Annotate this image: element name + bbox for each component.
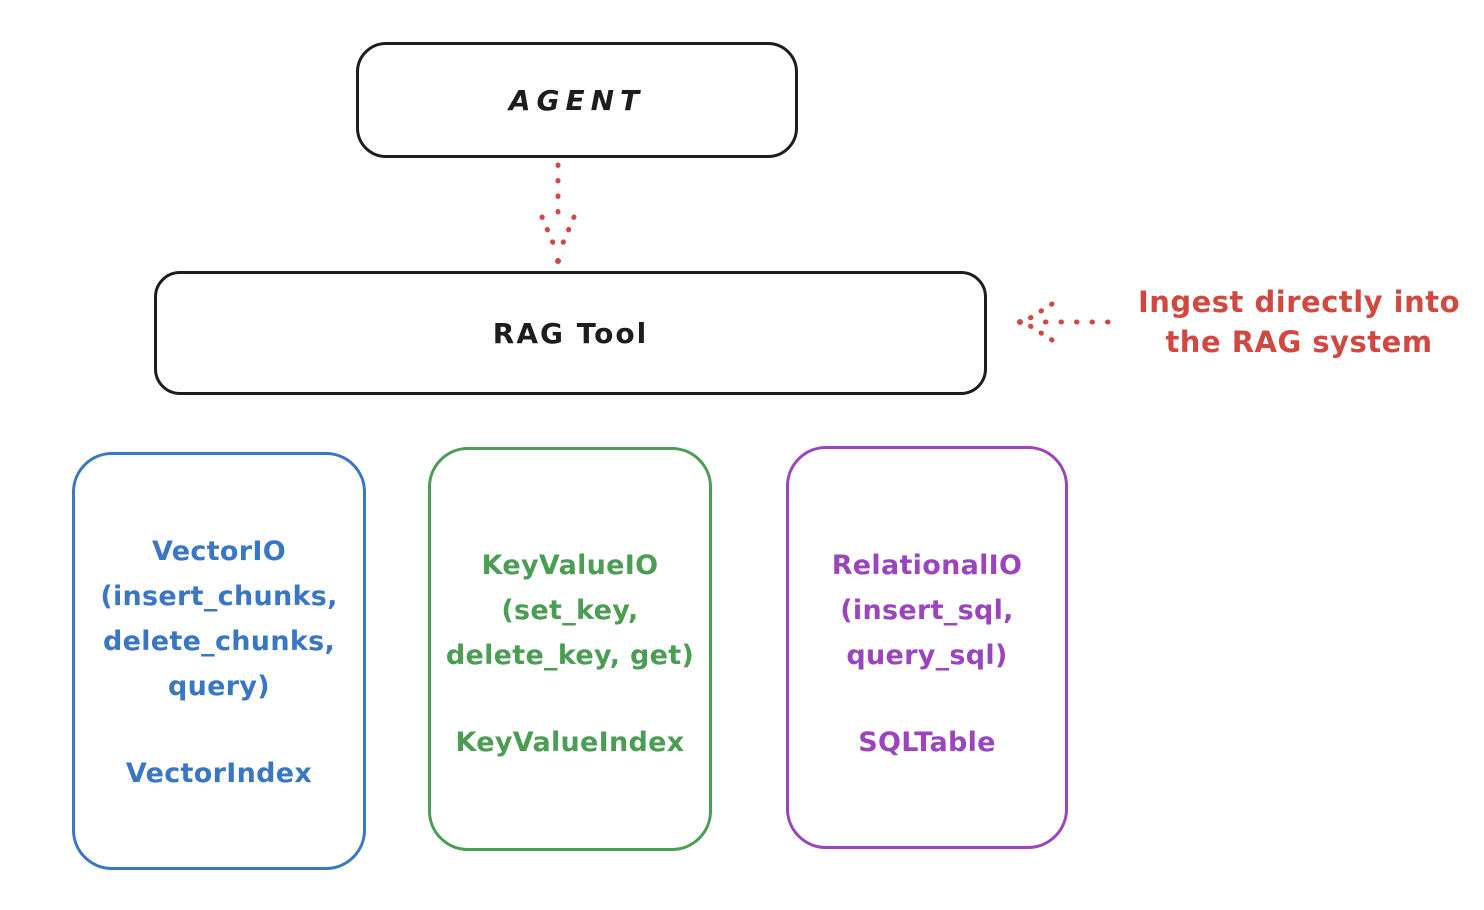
- relationalio-index-label: SQLTable: [858, 727, 996, 758]
- keyvalueio-card: KeyValueIO (set_key, delete_key, get) Ke…: [428, 447, 712, 851]
- vectorio-card: VectorIO (insert_chunks, delete_chunks, …: [72, 452, 366, 870]
- vectorio-methods-label: VectorIO (insert_chunks, delete_chunks, …: [100, 536, 338, 702]
- rag-tool-label: RAG Tool: [492, 316, 649, 350]
- ingest-arrow-icon: [1017, 301, 1111, 343]
- keyvalueio-methods-label: KeyValueIO (set_key, delete_key, get): [445, 550, 695, 671]
- agent-label: AGENT: [508, 83, 646, 117]
- agent-node: AGENT: [356, 42, 798, 158]
- ingest-annotation: Ingest directly into the RAG system: [1137, 285, 1461, 359]
- relationalio-methods-label: RelationalIO (insert_sql, query_sql): [831, 550, 1023, 671]
- agent-to-ragtool-arrow-icon: [539, 162, 577, 264]
- vectorio-index-label: VectorIndex: [125, 758, 313, 789]
- relationalio-card: RelationalIO (insert_sql, query_sql) SQL…: [786, 446, 1068, 849]
- rag-tool-node: RAG Tool: [154, 271, 987, 395]
- keyvalueio-index-label: KeyValueIndex: [455, 727, 685, 758]
